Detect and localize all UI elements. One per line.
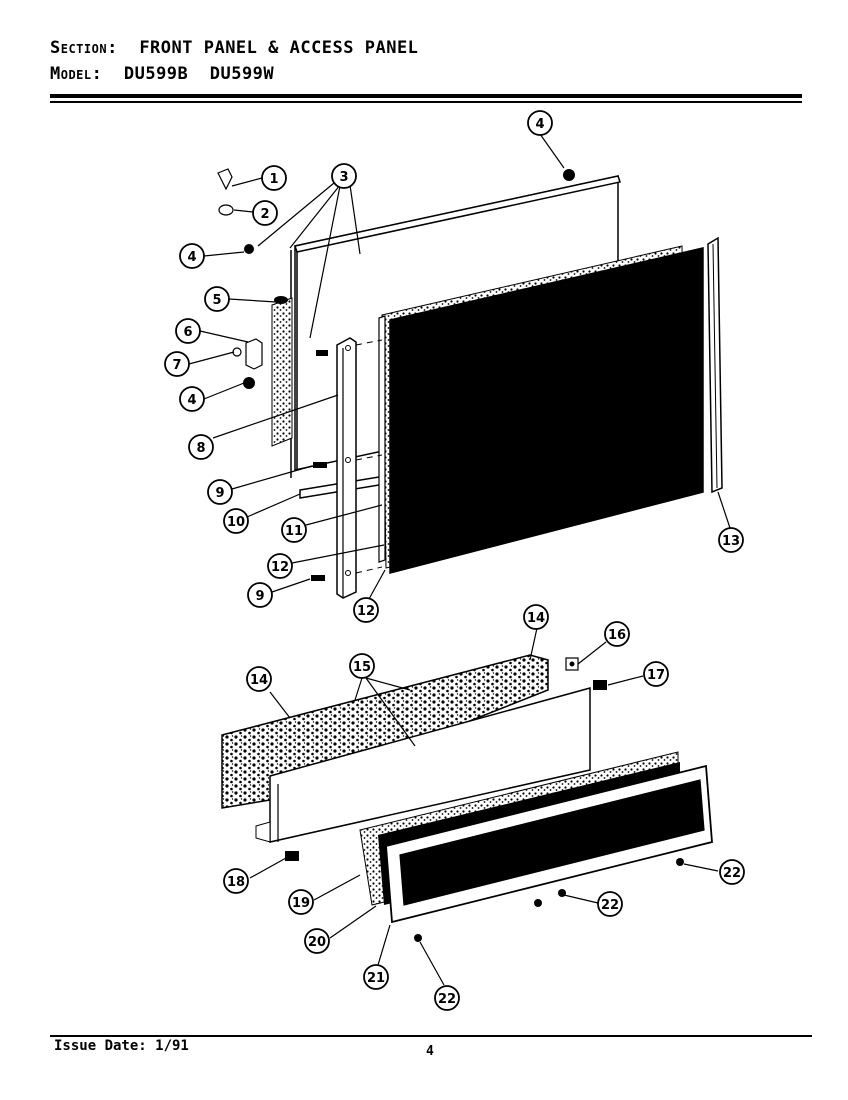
callout-19: 19 xyxy=(288,889,314,915)
callout-number: 11 xyxy=(285,524,303,539)
callout-6: 6 xyxy=(175,318,201,344)
callout-number: 14 xyxy=(250,673,268,688)
callout-17: 17 xyxy=(643,661,669,687)
callout-number: 9 xyxy=(215,486,224,501)
callout-number: 8 xyxy=(196,441,205,456)
callout-number: 17 xyxy=(647,668,665,683)
callout-12-bottom: 12 xyxy=(353,597,379,623)
callout-22-bottom: 22 xyxy=(434,985,460,1011)
callout-4-top: 4 xyxy=(527,110,553,136)
decor-panel xyxy=(389,247,704,574)
callout-22-middle: 22 xyxy=(597,891,623,917)
callout-number: 22 xyxy=(438,992,456,1007)
issue-date: Issue Date: 1/91 xyxy=(54,1038,189,1054)
callout-11: 11 xyxy=(281,517,307,543)
callout-3: 3 xyxy=(331,163,357,189)
callout-number: 22 xyxy=(601,898,619,913)
access-panel xyxy=(269,687,591,843)
callout-12-left: 12 xyxy=(267,553,293,579)
callout-14-right: 14 xyxy=(523,604,549,630)
callout-number: 19 xyxy=(292,896,310,911)
kickplate-frame xyxy=(385,764,713,924)
callout-number: 10 xyxy=(227,515,245,530)
screw-parts-upper xyxy=(217,168,575,581)
access-panel-flange xyxy=(255,821,271,843)
callout-number: 4 xyxy=(535,117,544,132)
callout-number: 12 xyxy=(357,604,375,619)
callout-15: 15 xyxy=(349,653,375,679)
callout-number: 6 xyxy=(183,325,192,340)
callout-number: 7 xyxy=(172,358,181,373)
side-insulation-strip xyxy=(271,297,293,447)
page-number: 4 xyxy=(426,1044,434,1059)
footer-rule xyxy=(50,1035,812,1037)
section-label: Section: xyxy=(50,38,118,58)
callout-1: 1 xyxy=(261,165,287,191)
callout-number: 5 xyxy=(212,293,221,308)
model-heading: Model: DU599B DU599W xyxy=(50,64,274,84)
callout-10: 10 xyxy=(223,508,249,534)
callout-8: 8 xyxy=(188,434,214,460)
callout-7: 7 xyxy=(164,351,190,377)
callout-number: 22 xyxy=(723,866,741,881)
panel-side-trim xyxy=(378,315,386,563)
callout-number: 2 xyxy=(260,207,269,222)
callout-number: 12 xyxy=(271,560,289,575)
callout-9-lower: 9 xyxy=(247,582,273,608)
callout-number: 15 xyxy=(353,660,371,675)
header-rule-thick xyxy=(50,94,802,98)
header-rule-thin xyxy=(50,101,802,103)
callout-13: 13 xyxy=(718,527,744,553)
callout-2: 2 xyxy=(252,200,278,226)
callout-number: 16 xyxy=(608,628,626,643)
callout-number: 13 xyxy=(722,534,740,549)
model-label: Model: xyxy=(50,64,103,84)
callout-16: 16 xyxy=(604,621,630,647)
callout-9-upper: 9 xyxy=(207,479,233,505)
callout-20: 20 xyxy=(304,928,330,954)
section-heading: Section: FRONT PANEL & ACCESS PANEL xyxy=(50,38,418,58)
callout-14-left: 14 xyxy=(246,666,272,692)
callout-number: 18 xyxy=(227,875,245,890)
callout-number: 9 xyxy=(255,589,264,604)
callout-4-left-upper: 4 xyxy=(179,243,205,269)
vertical-mounting-strip xyxy=(336,337,383,599)
callout-4-left-lower: 4 xyxy=(179,386,205,412)
callout-number: 20 xyxy=(308,935,326,950)
callout-21: 21 xyxy=(363,964,389,990)
callout-number: 21 xyxy=(367,971,385,986)
model-numbers: DU599B DU599W xyxy=(123,64,275,84)
callout-leaders xyxy=(188,133,731,986)
callout-number: 4 xyxy=(187,393,196,408)
callout-18: 18 xyxy=(223,868,249,894)
callout-number: 14 xyxy=(527,611,545,626)
callout-number: 4 xyxy=(187,250,196,265)
callout-number: 1 xyxy=(269,172,278,187)
section-title: FRONT PANEL & ACCESS PANEL xyxy=(139,38,419,58)
callout-number: 3 xyxy=(339,170,348,185)
callout-22-right: 22 xyxy=(719,859,745,885)
screw-parts-lower xyxy=(285,657,684,942)
callout-5: 5 xyxy=(204,286,230,312)
